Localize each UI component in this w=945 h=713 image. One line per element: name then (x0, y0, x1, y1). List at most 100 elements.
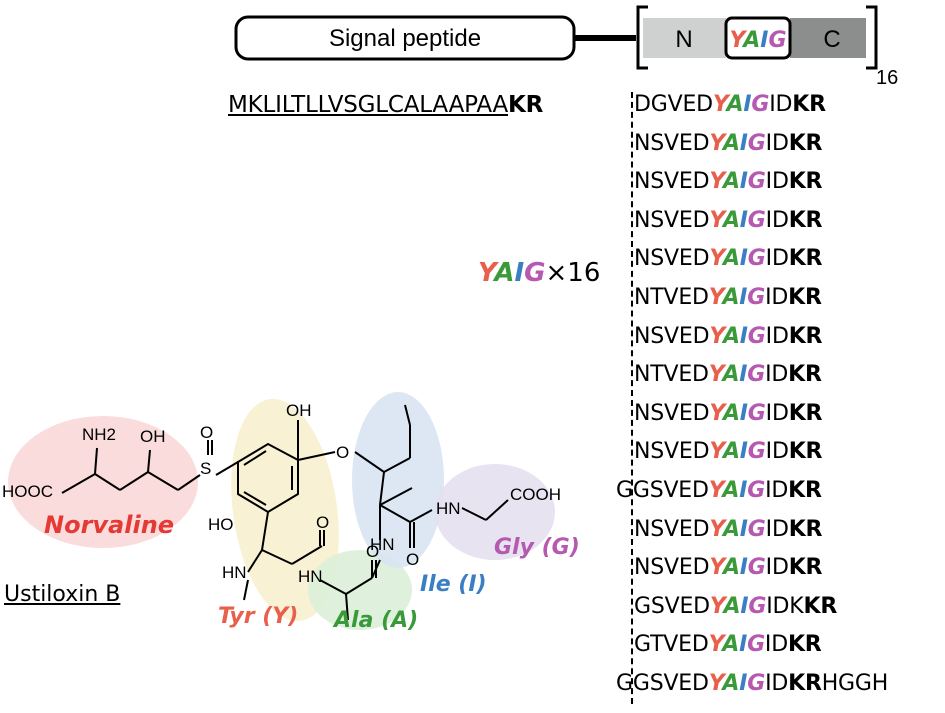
repeat-prefix: NSVED (634, 207, 710, 233)
motif-y: Y (708, 285, 723, 310)
motif-i: I (740, 593, 749, 619)
motif-y: Y (708, 632, 723, 658)
repeat-suffix: ID (764, 632, 788, 658)
motif-i: I (739, 362, 748, 388)
compound-name: Ustiloxin B (4, 582, 121, 607)
repeat-kr: KR (788, 671, 822, 696)
atom-oh-top: OH (286, 401, 312, 420)
repeat-kr: KR (788, 516, 823, 542)
motif-g: G (747, 169, 766, 195)
motif-y: Y (708, 478, 723, 503)
repeat-suffix: ID (765, 285, 789, 310)
repeat-row: GTVEDYAIGIDKR (634, 632, 822, 658)
atom-o-ether: O (336, 443, 349, 462)
motif-i: I (739, 207, 748, 233)
atom-o-sulf: O (200, 423, 213, 442)
motif-g: G (747, 285, 766, 310)
repeat-prefix: NSVED (634, 169, 710, 195)
motif-y: Y (709, 246, 723, 272)
norvaline-highlight (8, 416, 198, 548)
yaig-repeat-note: YAIG×16 (478, 258, 600, 288)
motif-y: Y (709, 130, 723, 156)
domain-diagram: Signal peptide N C YAIG 16 (234, 5, 898, 89)
motif-i: I (739, 439, 748, 465)
motif-y: Y (709, 555, 723, 581)
repeat-suffix: ID (765, 478, 789, 503)
repeat-row: NSVEDYAIGIDKR (634, 555, 822, 581)
repeat-kr: KR (788, 400, 823, 426)
repeat-suffix: ID (765, 362, 789, 388)
motif-a: A (722, 516, 740, 542)
bond-skeleton (61, 404, 509, 621)
repeat-row: NTVEDYAIGIDKR (634, 362, 822, 388)
repeat-kr: KR (792, 92, 826, 117)
motif-a: A (723, 593, 741, 619)
repeat-row: GGSVEDYAIGIDKR (616, 478, 822, 504)
label-norvaline: Norvaline (44, 511, 175, 539)
repeat-kr: KR (788, 555, 823, 581)
motif-a: A (722, 671, 740, 696)
motif-y: Y (709, 593, 724, 619)
motif-a: A (726, 92, 744, 117)
signal-peptide-label: Signal peptide (329, 25, 481, 52)
repeat-prefix: NTVED (634, 285, 709, 310)
repeat-kr: KR (788, 285, 822, 310)
atom-o2: O (366, 542, 379, 561)
motif-a: A (722, 439, 740, 465)
core-g: G (768, 28, 786, 53)
repeat-kr: KR (788, 362, 822, 388)
motif-g: G (747, 516, 766, 542)
repeat-row: NSVEDYAIGIDKR (634, 517, 822, 543)
yaig-core-text: YAIG (729, 28, 786, 53)
motif-g: G (747, 362, 766, 388)
c-region (790, 18, 866, 58)
motif-y: Y (712, 92, 727, 117)
repeat-kr: KR (788, 207, 823, 233)
signal-sequence: MKLILTLLVSGLCALAAPAA (228, 92, 509, 118)
cleavage-dashed-line (631, 92, 633, 704)
motif-y: Y (709, 400, 723, 426)
repeat-kr: KR (788, 323, 823, 349)
repeat-kr: KR (788, 130, 823, 156)
atom-hn-tyr: HN (222, 563, 247, 582)
motif-i: I (739, 285, 748, 310)
repeat-row: NSVEDYAIGIDKR (634, 131, 822, 157)
repeat-row: NSVEDYAIGIDKR (634, 246, 822, 272)
left-bracket (636, 5, 648, 70)
repeat-kr: KR (803, 593, 838, 619)
motif-g: G (747, 246, 766, 272)
motif-a: A (722, 207, 740, 233)
atom-nh2: NH2 (82, 425, 116, 444)
signal-kr: KR (508, 92, 544, 118)
atom-ho-tyr: HO (208, 515, 234, 534)
label-ile: Ile (I) (420, 572, 487, 597)
ustiloxin-structure: OH NH2 OH O S HOOC O COOH HN HO HN HN HN… (2, 392, 561, 630)
repeat-count-subscript: 16 (876, 67, 898, 89)
repeat-prefix: NSVED (634, 439, 710, 465)
motif-i: I (739, 323, 748, 349)
repeat-suffix: ID (765, 555, 789, 581)
note-i: I (514, 258, 525, 288)
repeat-prefix: NSVED (634, 400, 710, 426)
core-i: I (760, 28, 768, 53)
repeat-kr: KR (788, 478, 822, 503)
note-a: A (494, 258, 515, 288)
repeat-suffix: ID (765, 323, 789, 349)
repeat-row: NSVEDYAIGIDKR (634, 401, 822, 427)
motif-g: G (747, 323, 766, 349)
atom-s: S (200, 459, 211, 478)
repeat-row: GSVEDYAIGIDKKR (634, 594, 837, 620)
note-y: Y (478, 258, 495, 288)
motif-y: Y (709, 439, 723, 465)
repeat-row: NSVEDYAIGIDKR (634, 439, 822, 465)
motif-i: I (743, 92, 752, 117)
motif-a: A (722, 323, 740, 349)
atom-labels: OH NH2 OH O S HOOC O COOH HN HO HN HN HN… (2, 401, 561, 586)
motif-g: G (747, 207, 766, 233)
repeat-prefix: NSVED (634, 516, 710, 542)
core-a: A (741, 28, 760, 53)
motif-g: G (747, 555, 766, 581)
motif-a: A (722, 632, 740, 658)
atom-o3: O (406, 550, 419, 569)
repeat-suffix: ID (765, 246, 789, 272)
